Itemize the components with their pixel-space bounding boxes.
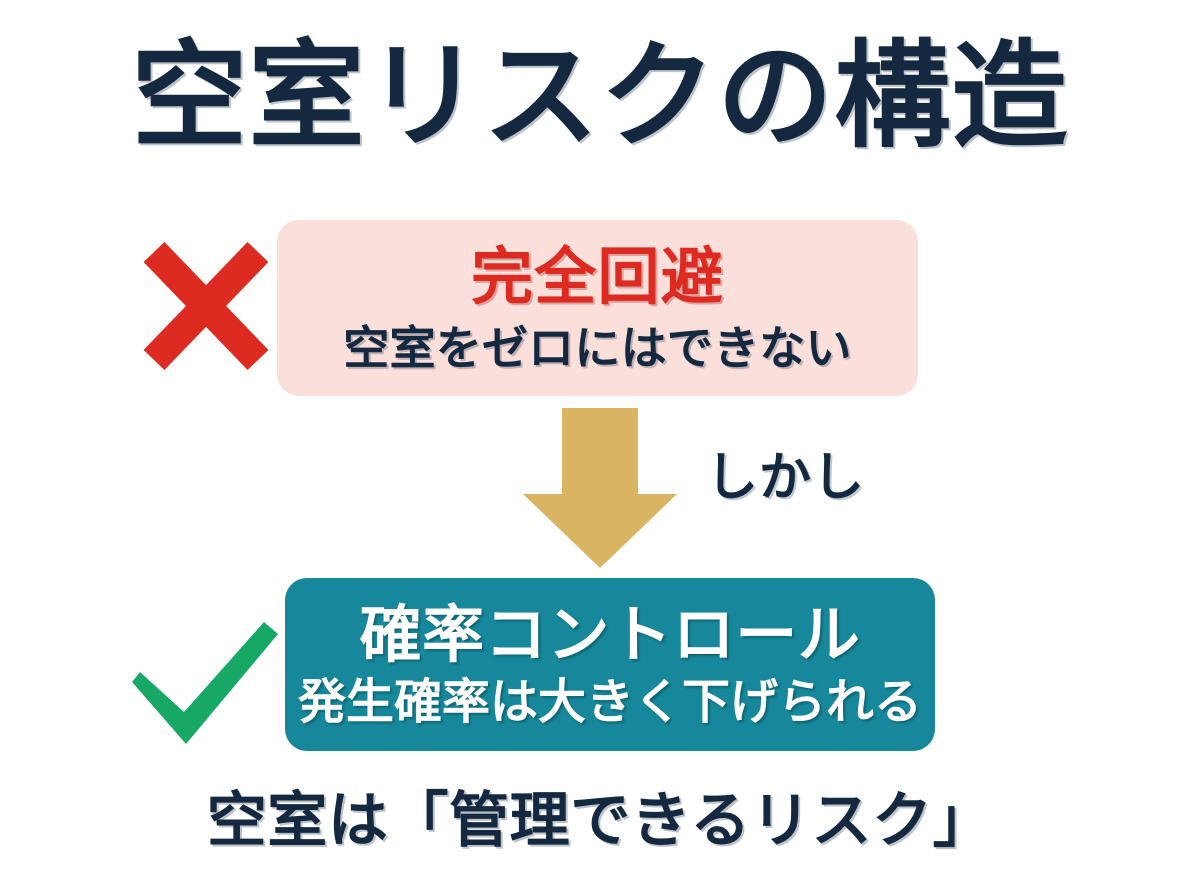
control-card: 確率コントロール 発生確率は大きく下げられる xyxy=(285,578,935,751)
avoid-card-headline: 完全回避 xyxy=(471,243,724,312)
control-card-headline: 確率コントロール xyxy=(359,600,861,670)
page-title: 空室リスクの構造 xyxy=(131,31,1069,161)
footer-conclusion: 空室は「管理できるリスク」 xyxy=(206,787,994,854)
control-card-subtext: 発生確率は大きく下げられる xyxy=(297,675,922,729)
green-check-icon xyxy=(122,620,284,752)
down-arrow-icon xyxy=(520,408,680,570)
avoid-card-subtext: 空室をゼロにはできない xyxy=(343,322,852,374)
connector-label: しかし xyxy=(706,449,866,507)
red-x-icon xyxy=(140,240,272,372)
avoid-card: 完全回避 空室をゼロにはできない xyxy=(277,220,918,396)
